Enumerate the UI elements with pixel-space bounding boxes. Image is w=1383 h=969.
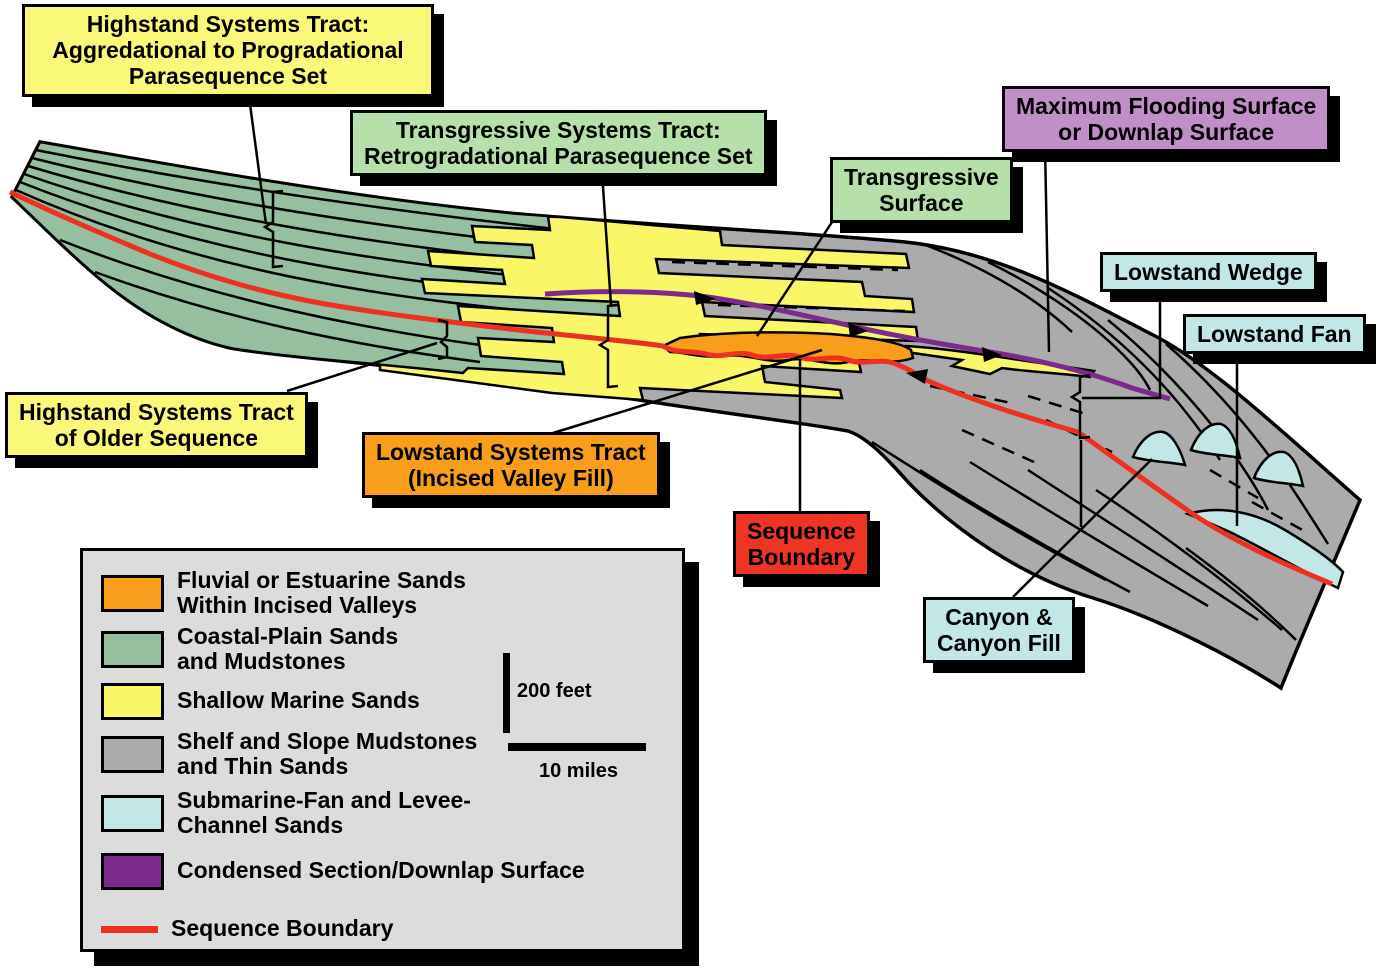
- coastal-plain-region: [10, 140, 622, 376]
- legend-item-sequence-boundary: Sequence Boundary: [101, 903, 393, 955]
- bracket-hst-top: [262, 189, 284, 269]
- bracket-lowstand-wedge: [1069, 373, 1091, 440]
- bracket-tst: [597, 303, 619, 389]
- submarine-fan-bodies: [1131, 422, 1345, 590]
- label-highstand-systems-tract: Highstand Systems Tract: Aggredational t…: [22, 4, 434, 97]
- label-lowstand-systems-tract: Lowstand Systems Tract (Incised Valley F…: [362, 432, 660, 499]
- leader-lst-ivf: [552, 348, 823, 435]
- label-lowstand-fan: Lowstand Fan: [1183, 314, 1366, 355]
- legend-item-label: Condensed Section/Downlap Surface: [177, 857, 585, 884]
- label-canyon-fill: Canyon & Canyon Fill: [923, 597, 1075, 664]
- legend-item-label: Coastal-Plain Sands and Mudstones: [177, 622, 399, 674]
- lowstand-fan-body: [1184, 508, 1345, 590]
- sequence-boundary-line: [8, 189, 1333, 587]
- leader-transgressive-surface: [755, 212, 840, 337]
- canyon-fill-lens: [1252, 450, 1305, 488]
- leader-lowstand-wedge: [1082, 293, 1162, 400]
- legend-box: Fluvial or Estuarine Sands Within Incise…: [80, 548, 685, 952]
- leader-canyon: [1012, 458, 1153, 598]
- legend-item-label: Fluvial or Estuarine Sands Within Incise…: [177, 566, 466, 618]
- leader-hst-top: [246, 88, 268, 225]
- leader-lines: [246, 88, 1239, 598]
- label-transgressive-systems-tract: Transgressive Systems Tract: Retrogradat…: [350, 110, 767, 177]
- canyon-fill-lens: [1131, 430, 1187, 467]
- coastal-swatch: [101, 630, 164, 668]
- legend-item-fluvial: Fluvial or Estuarine Sands Within Incise…: [101, 567, 466, 619]
- horizontal-scale-bar: [508, 743, 646, 751]
- legend-item-label: Shelf and Slope Mudstones and Thin Sands: [177, 727, 478, 779]
- sequence-boundary-swatch: [101, 925, 158, 933]
- onlap-arrow: [906, 369, 928, 384]
- shallow-marine-sands-region: [378, 210, 920, 402]
- label-highstand-older-sequence: Highstand Systems Tract of Older Sequenc…: [5, 392, 308, 459]
- lowstand-wedge-sand: [904, 344, 1097, 379]
- submarine-fan-swatch: [101, 794, 164, 832]
- canyon-fill-lens: [1189, 422, 1242, 460]
- condensed-swatch: [101, 852, 164, 890]
- bracket-hst-older: [437, 318, 449, 361]
- leader-mfs: [1043, 144, 1051, 353]
- leader-tst: [600, 171, 613, 306]
- horizontal-scale-label: 10 miles: [539, 760, 618, 782]
- shelf-slope-swatch: [101, 735, 164, 773]
- label-maximum-flooding-surface: Maximum Flooding Surface or Downlap Surf…: [1002, 86, 1331, 153]
- legend-item-condensed: Condensed Section/Downlap Surface: [101, 845, 585, 897]
- shallow-marine-swatch: [101, 682, 164, 720]
- legend-item-coastal: Coastal-Plain Sands and Mudstones: [101, 623, 398, 675]
- vertical-scale-label: 200 feet: [517, 680, 592, 702]
- vertical-scale-bar: [503, 653, 510, 733]
- legend-item-label: Shallow Marine Sands: [177, 687, 420, 714]
- legend-item-label: Submarine-Fan and Levee- Channel Sands: [177, 786, 471, 838]
- legend-item-submarine-fan: Submarine-Fan and Levee- Channel Sands: [101, 787, 471, 839]
- label-transgressive-surface: Transgressive Surface: [830, 157, 1013, 224]
- downlap-arrows: [694, 291, 1002, 362]
- label-lowstand-wedge: Lowstand Wedge: [1100, 252, 1317, 293]
- legend-item-label: Sequence Boundary: [171, 915, 394, 942]
- legend-item-shelf-slope: Shelf and Slope Mudstones and Thin Sands: [101, 728, 477, 780]
- fluvial-swatch: [101, 574, 164, 612]
- clinoform-lines: [871, 244, 1330, 641]
- legend-item-shallow-marine: Shallow Marine Sands: [101, 675, 420, 727]
- label-sequence-boundary: Sequence Boundary: [733, 511, 870, 578]
- leader-hst-older: [286, 341, 438, 393]
